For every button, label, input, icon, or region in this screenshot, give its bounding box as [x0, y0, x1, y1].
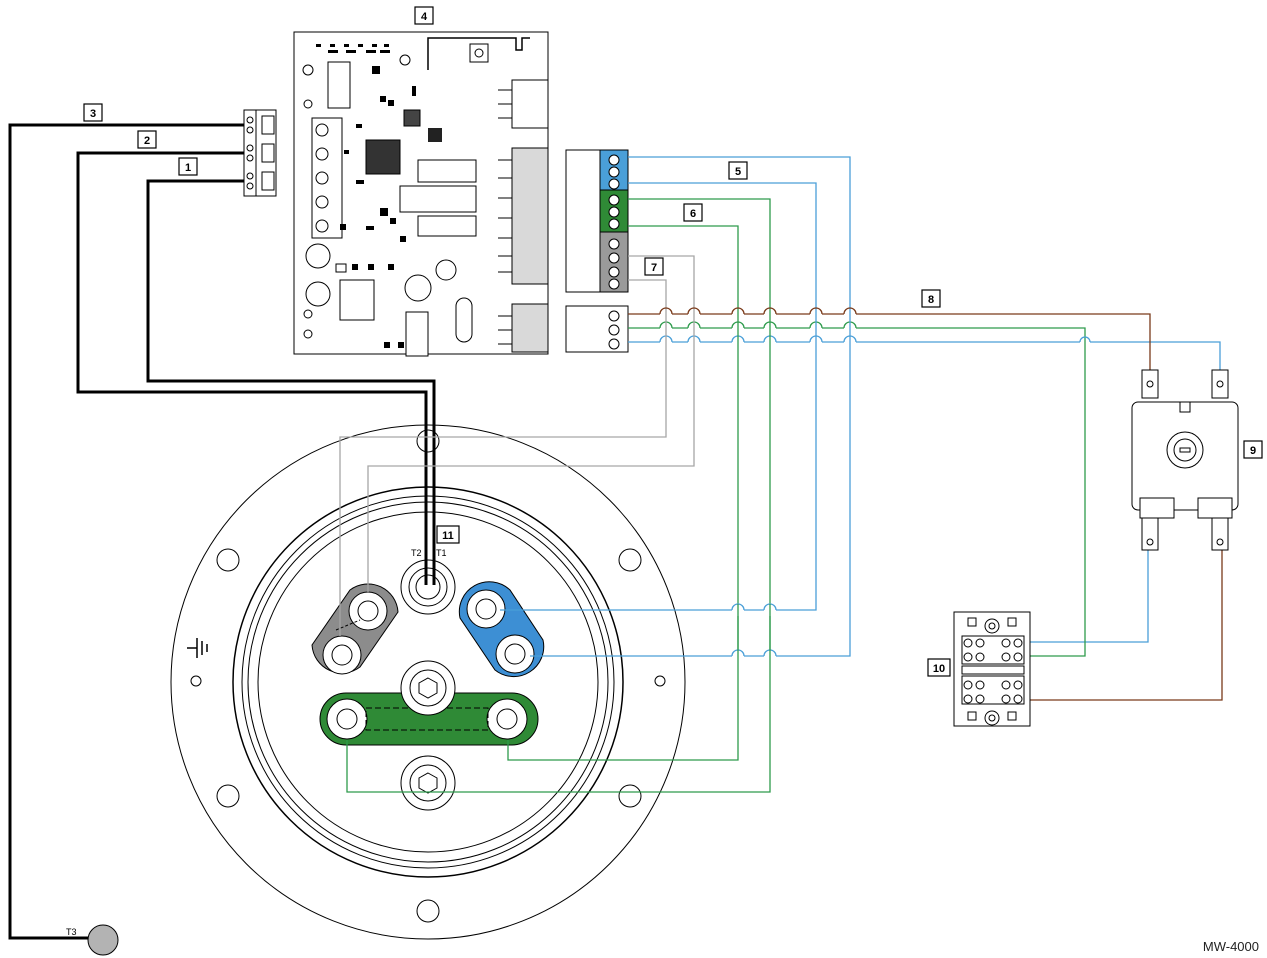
thermostat-wires — [8, 123, 436, 940]
callout-7: 7 — [644, 257, 664, 276]
document-code: MW-4000 — [1202, 939, 1259, 954]
callout-2-label: 2 — [144, 135, 150, 147]
callout-10-label: 10 — [933, 663, 945, 675]
callout-6: 6 — [683, 203, 703, 222]
ground-symbol-icon — [187, 638, 208, 658]
brown-wire — [628, 313, 1223, 701]
center-bosses — [400, 559, 456, 811]
callout-11: 11 — [436, 525, 460, 544]
callout-10: 10 — [927, 658, 951, 677]
callout-5-label: 5 — [735, 166, 741, 178]
wire-crossovers — [660, 310, 1090, 662]
callout-11-label: 11 — [442, 530, 454, 542]
blue-wires — [500, 156, 1221, 657]
callout-8-label: 8 — [928, 294, 934, 306]
element-gray — [311, 583, 399, 675]
callout-6-label: 6 — [690, 208, 696, 220]
t2-label: T2 — [411, 548, 422, 558]
callout-1-label: 1 — [185, 162, 191, 174]
callout-9: 9 — [1243, 440, 1263, 459]
callout-2: 2 — [137, 130, 157, 149]
power-terminal-block — [953, 611, 1031, 727]
callout-9-label: 9 — [1250, 445, 1256, 457]
t1-label: T1 — [436, 548, 447, 558]
callout-1: 1 — [178, 157, 198, 176]
callout-5: 5 — [728, 161, 748, 180]
callout-4: 4 — [414, 6, 434, 25]
sensor-t3 — [87, 924, 119, 956]
callout-4-label: 4 — [421, 11, 428, 23]
callout-3-label: 3 — [90, 108, 96, 120]
element-blue — [458, 581, 545, 678]
control-board — [293, 31, 549, 357]
vertical-wire-segments — [665, 310, 1086, 662]
output-terminal-blocks — [565, 149, 629, 353]
high-limit-switch — [1131, 369, 1239, 551]
t3-label: T3 — [66, 927, 77, 937]
gray-wires — [339, 255, 695, 636]
heater-flange — [170, 424, 686, 940]
element-green — [319, 692, 539, 746]
callout-7-label: 7 — [651, 262, 657, 274]
wire-crossover-arcs — [659, 307, 1091, 657]
callout-8: 8 — [921, 289, 941, 308]
sensor-connectors — [243, 109, 277, 197]
callout-3: 3 — [83, 103, 103, 122]
